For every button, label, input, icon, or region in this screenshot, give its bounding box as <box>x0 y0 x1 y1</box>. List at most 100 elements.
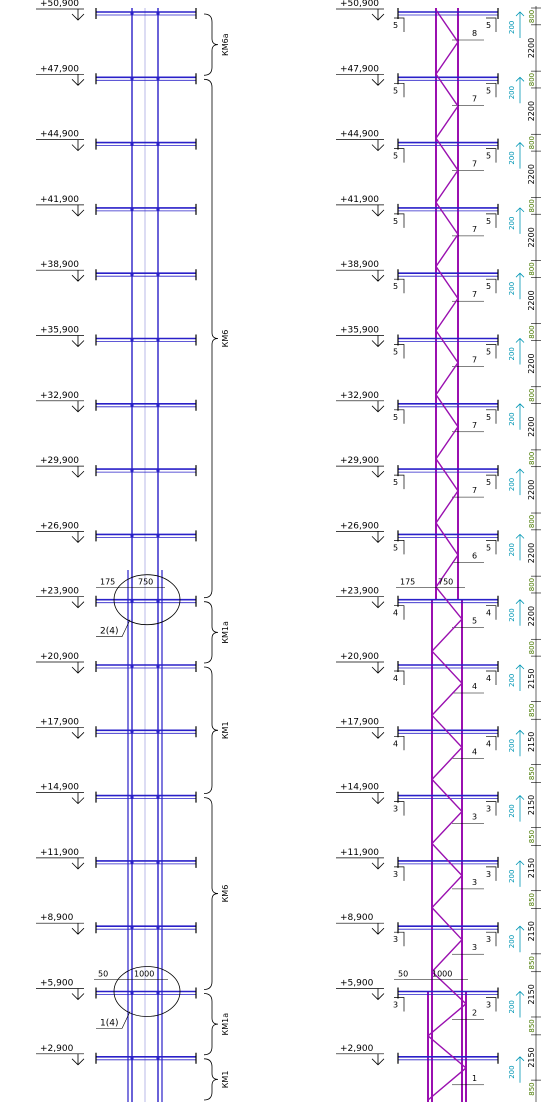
brace-mark: 7 <box>472 225 477 234</box>
plate-mark: 3 <box>486 870 491 879</box>
elevation-label: +20,900 <box>340 652 379 662</box>
plate-mark: 5 <box>486 21 491 30</box>
node-point <box>130 469 134 473</box>
brace-mark: 7 <box>472 160 477 169</box>
beam-end-tick <box>95 791 197 803</box>
side-dimension-value: 2200 <box>527 353 536 373</box>
brace-mark: 7 <box>472 421 477 430</box>
elevation-label: +35,900 <box>40 326 79 336</box>
plate-bracket <box>486 17 497 32</box>
elevation-label: +50,900 <box>340 0 379 9</box>
elevation-label: +26,900 <box>40 521 79 531</box>
node-point <box>130 338 134 342</box>
elevation-arrow-icon <box>371 139 385 152</box>
side-dimension-value: 2200 <box>527 164 536 184</box>
elevation-arrow-icon <box>71 270 85 282</box>
plate-mark: 5 <box>393 282 398 291</box>
elevation-label: +8,900 <box>40 913 74 923</box>
marker-arrow-icon <box>515 664 525 691</box>
plate-bracket <box>486 801 497 816</box>
side-dimension-value: 2200 <box>527 543 536 563</box>
dimension-label: 750 <box>138 578 153 587</box>
beam-end-tick <box>95 922 197 934</box>
node-point <box>156 469 160 473</box>
section-brace <box>203 797 219 990</box>
marker-dimension: 200 <box>508 86 516 99</box>
plate-mark: 4 <box>393 674 398 683</box>
beam-end-tick <box>397 595 499 607</box>
side-dimension-value: 2150 <box>527 732 536 752</box>
elevation-arrow-icon <box>71 662 85 674</box>
node-point <box>156 730 160 734</box>
elevation-arrow-icon <box>71 139 85 152</box>
marker-arrow-icon <box>515 272 525 300</box>
beam-end-tick <box>397 138 499 150</box>
elevation-arrow-icon <box>371 662 385 674</box>
plate-bracket <box>394 82 405 98</box>
marker-arrow-icon <box>515 533 525 561</box>
dimension-label: 50 <box>398 970 408 979</box>
plate-bracket <box>486 409 497 424</box>
side-dimension-value: 800 <box>528 325 536 338</box>
side-dimension-value: 800 <box>528 641 536 654</box>
elevation-label: +50,900 <box>40 0 79 9</box>
elevation-arrow-icon <box>371 727 385 739</box>
elevation-arrow-icon <box>71 1053 85 1066</box>
beam-end-tick <box>95 334 197 346</box>
node-point <box>130 795 134 799</box>
beam-end-tick <box>95 726 197 738</box>
dimension-label: 50 <box>98 970 108 979</box>
plate-mark: 4 <box>486 609 491 618</box>
marker-dimension: 200 <box>508 478 516 491</box>
side-dimension-value: 850 <box>528 704 536 717</box>
diagonal-brace-zigzag <box>426 9 468 1101</box>
plate-mark: 5 <box>486 217 491 226</box>
elevation-arrow-icon <box>371 9 385 21</box>
elevation-label: +29,900 <box>340 456 379 466</box>
elevation-label: +2,900 <box>340 1044 374 1054</box>
dimension-label: 175 <box>400 578 415 587</box>
plate-bracket <box>486 344 497 359</box>
brace-mark: 7 <box>472 356 477 365</box>
plate-mark: 5 <box>486 413 491 422</box>
beam-end-tick <box>397 399 499 411</box>
elevation-label: +32,900 <box>340 391 379 401</box>
node-point <box>156 534 160 538</box>
side-dimension-value: 850 <box>528 1082 536 1095</box>
plate-mark: 4 <box>486 739 491 748</box>
elevation-arrow-icon <box>371 74 385 86</box>
plate-mark: 5 <box>393 217 398 226</box>
plate-mark: 5 <box>486 348 491 357</box>
beam-end-tick <box>397 726 499 738</box>
node-point <box>156 926 160 930</box>
plate-bracket <box>486 866 497 881</box>
node-point <box>156 207 160 211</box>
node-point <box>156 664 160 669</box>
beam-end-tick <box>397 661 499 672</box>
marker-dimension: 200 <box>508 739 516 752</box>
brace-mark: 6 <box>472 551 477 560</box>
plate-bracket <box>394 17 405 32</box>
beam-end-tick <box>95 987 197 999</box>
node-point <box>156 795 160 799</box>
elevation-arrow-icon <box>71 204 85 217</box>
brace-mark: 1 <box>472 1074 477 1083</box>
plate-bracket <box>486 735 497 751</box>
plate-mark: 3 <box>393 870 398 879</box>
side-dimension-value: 2150 <box>527 669 536 689</box>
section-tag: КМ6 <box>221 885 230 903</box>
marker-dimension: 200 <box>508 1000 516 1013</box>
node-point <box>156 1056 160 1060</box>
node-point <box>156 142 160 146</box>
side-dimension-value: 2200 <box>527 417 536 437</box>
side-dimension-value: 800 <box>528 136 536 149</box>
plate-mark: 5 <box>486 282 491 291</box>
detail-callout-label: 2(4) <box>100 627 118 637</box>
marker-arrow-icon <box>515 207 525 234</box>
marker-arrow-icon <box>515 1056 525 1083</box>
dimension-label: 750 <box>438 578 453 587</box>
beam-end-tick <box>95 530 197 542</box>
beam-end-tick <box>397 987 499 999</box>
